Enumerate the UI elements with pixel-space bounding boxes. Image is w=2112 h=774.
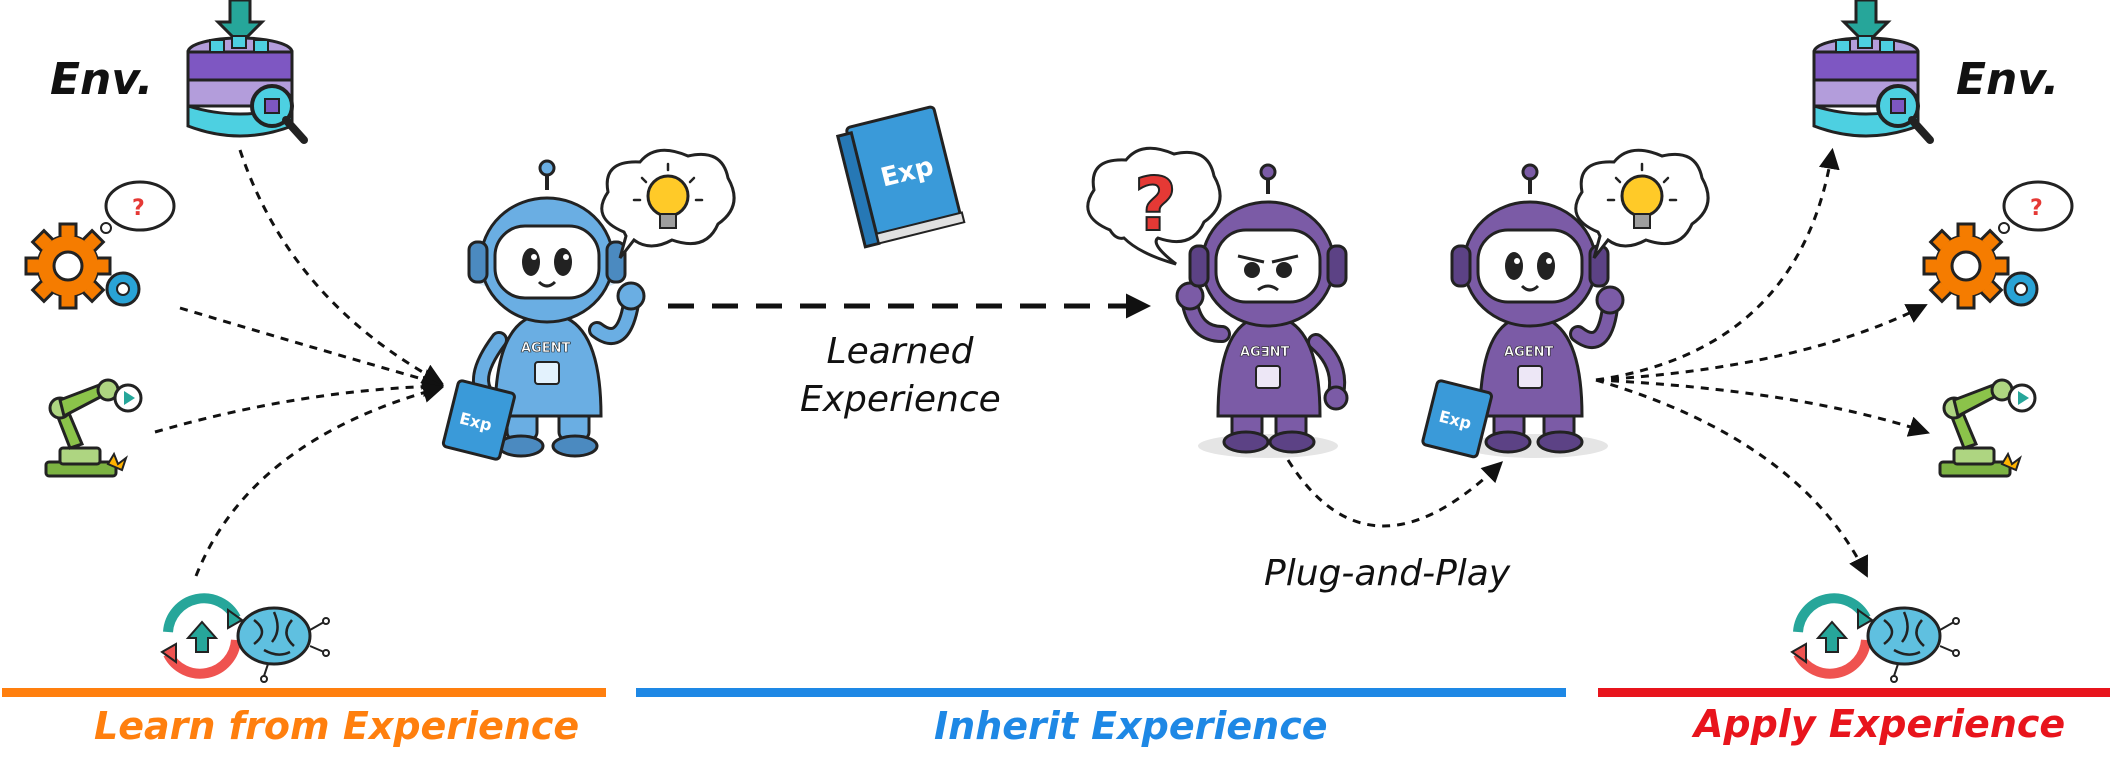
blue-agent-robot: AGENT Exp — [441, 159, 646, 461]
learned-label-line2: Experience — [800, 379, 1001, 420]
flow-arrow — [238, 149, 444, 385]
brain-cycle-icon — [162, 598, 329, 682]
database-search-icon — [188, 0, 304, 140]
confused-purple-agent-robot: AG∃NT — [1175, 163, 1349, 458]
gear-idea-icon — [1922, 180, 2074, 310]
plug-and-play-label: Plug-and-Play — [1264, 553, 1511, 594]
svg-text:AG∃NT: AG∃NT — [1240, 345, 1289, 360]
learned-experience-label: Learned Experience — [800, 328, 1001, 424]
database-search-icon — [1814, 0, 1930, 140]
flow-arrow — [1595, 304, 1928, 382]
apply-section-bar — [1598, 688, 2110, 697]
env-label-left: Env. — [50, 54, 154, 105]
flow-arrow — [1595, 147, 1840, 382]
plug-and-play-arrow — [1286, 459, 1504, 528]
gear-idea-icon — [24, 180, 176, 310]
brain-cycle-icon — [1792, 598, 1959, 682]
learned-label-line1: Learned — [826, 331, 974, 372]
learn-section-bar — [2, 688, 606, 697]
svg-text:AGENT: AGENT — [1504, 345, 1553, 360]
flow-arrow — [194, 382, 445, 577]
robot-arm-icon — [1938, 378, 2037, 478]
learn-from-experience-label: Learn from Experience — [94, 704, 580, 748]
book-icon: Exp — [835, 105, 966, 249]
happy-purple-agent-robot: AGENT Exp — [1421, 163, 1625, 459]
inherit-section-bar — [636, 688, 1566, 697]
flow-arrow — [154, 375, 445, 434]
flow-arrow — [1595, 378, 1930, 437]
flow-arrow — [179, 306, 445, 390]
apply-experience-label: Apply Experience — [1694, 702, 2066, 746]
robot-arm-icon — [44, 378, 143, 478]
inherit-experience-label: Inherit Experience — [934, 704, 1328, 748]
flow-arrow — [1595, 378, 1868, 578]
svg-text:AGENT: AGENT — [521, 341, 570, 356]
env-label-right: Env. — [1956, 54, 2060, 105]
lightbulb-icon — [1574, 148, 1710, 260]
